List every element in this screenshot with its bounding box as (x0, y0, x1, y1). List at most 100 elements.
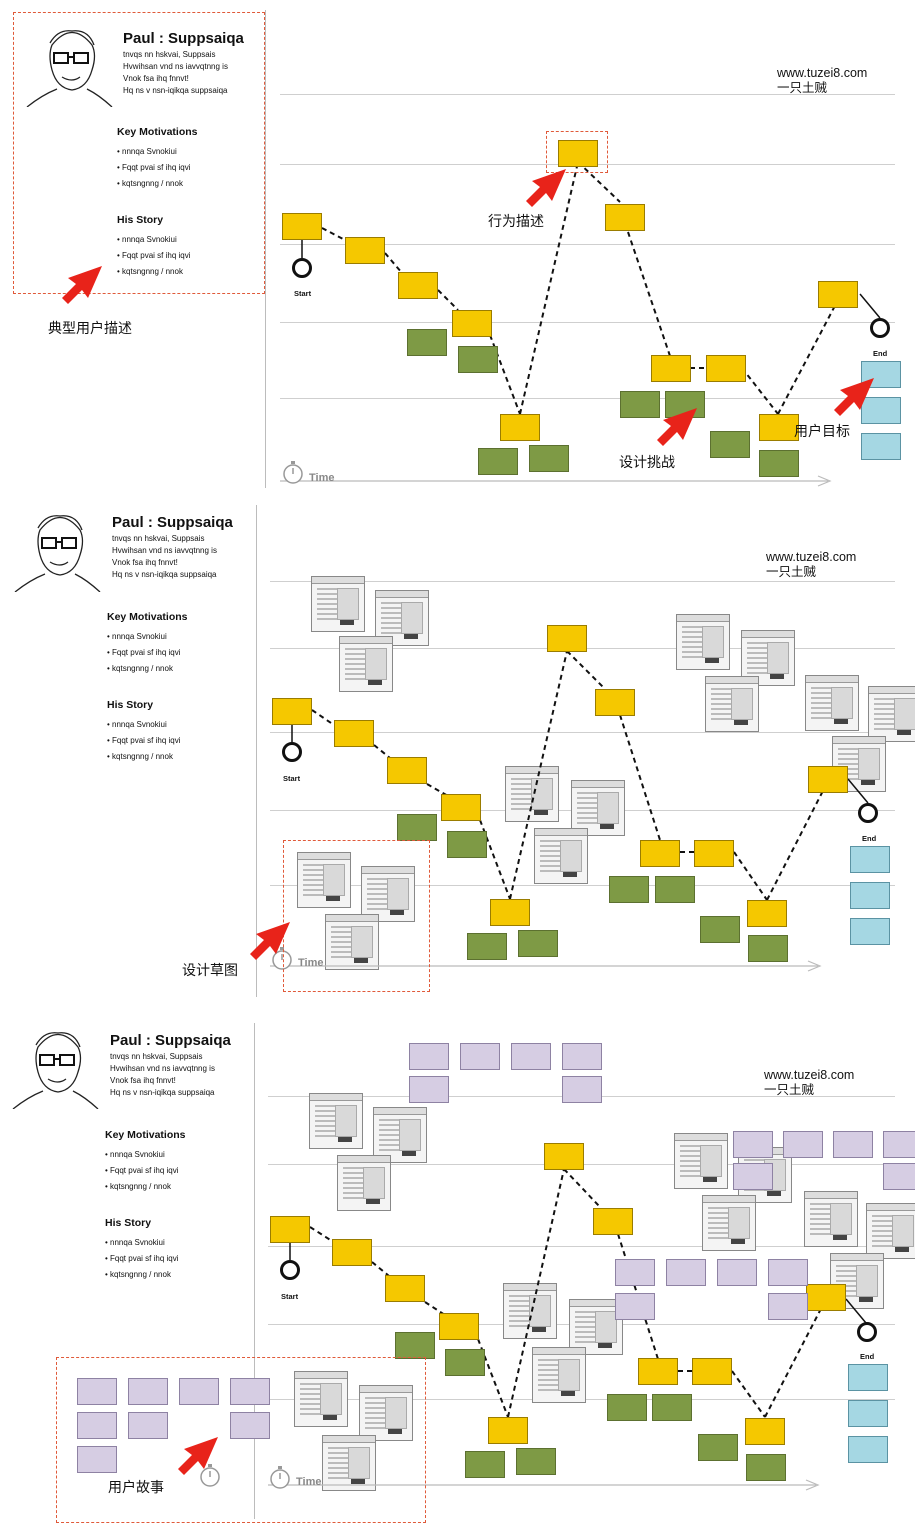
challenge-note (397, 814, 437, 841)
wireframe-sketch (375, 590, 429, 646)
persona-card: Paul : Suppsaiqa tnvqs nn hskvai, Suppsa… (123, 30, 244, 97)
story-note (883, 1131, 915, 1158)
persona-desc: Hvwihsan vnd ns iavvqtnng is (110, 1064, 215, 1073)
end-label: End (860, 1352, 875, 1361)
watermark: www.tuzei8.com 一只土贼 (777, 66, 867, 96)
behavior-note (282, 213, 322, 240)
avatar (12, 1032, 99, 1109)
goal-note (848, 1364, 888, 1391)
red-arrow-icon (834, 378, 874, 416)
story-note (128, 1378, 168, 1405)
wireframe-sketch (805, 675, 859, 731)
story-note (717, 1259, 757, 1286)
behavior-note (547, 625, 587, 652)
wireframe-sketch (571, 780, 625, 836)
challenge-note (759, 450, 799, 477)
goal-note (848, 1436, 888, 1463)
persona-lists: Key Motivations • nnnqa Svnokiui • Fqqt … (105, 1107, 186, 1283)
stopwatch-icon (200, 1464, 220, 1487)
behavior-note (692, 1358, 732, 1385)
challenge-note (529, 445, 569, 472)
annotation-design-challenge: 设计挑战 (619, 454, 675, 470)
lane-line (270, 885, 895, 886)
story-note (409, 1076, 449, 1103)
wireframe-sketch (294, 1371, 348, 1427)
behavior-note (745, 1418, 785, 1445)
story-item: • Fqqt pvai sf ihq iqvi (117, 251, 191, 260)
red-arrow-icon (62, 266, 102, 304)
red-arrow-icon (178, 1437, 218, 1475)
lane-line (280, 322, 895, 323)
wireframe-sketch (311, 576, 365, 632)
behavior-note (638, 1358, 678, 1385)
journey-panel-2: Paul : Suppsaiqa tnvqs nn hskvai, Suppsa… (0, 500, 915, 1010)
challenge-note (465, 1451, 505, 1478)
behavior-note (818, 281, 858, 308)
goal-note (861, 433, 901, 460)
motivations-heading: Key Motivations (107, 611, 188, 623)
challenge-note (445, 1349, 485, 1376)
wireframe-sketch (322, 1435, 376, 1491)
annotation-persona: 典型用户描述 (48, 320, 132, 336)
red-arrow-icon (526, 169, 566, 207)
persona-desc: Hq ns v nsn-iqikqa suppsaiqa (112, 570, 217, 579)
challenge-note (516, 1448, 556, 1475)
wireframe-sketch (373, 1107, 427, 1163)
watermark-url: www.tuzei8.com (764, 1068, 855, 1082)
story-item: • nnnqa Svnokiui (105, 1238, 165, 1247)
motivation-item: • nnnqa Svnokiui (117, 147, 177, 156)
end-circle (857, 1322, 877, 1342)
wireframe-sketch (534, 828, 588, 884)
persona-desc: Vnok fsa ihq fnnvt! (123, 74, 189, 83)
story-heading: His Story (107, 699, 154, 711)
challenge-note (710, 431, 750, 458)
challenge-note (407, 329, 447, 356)
story-note (562, 1043, 602, 1070)
wireframe-sketch (297, 852, 351, 908)
lane-line (270, 732, 895, 733)
behavior-note (398, 272, 438, 299)
wireframe-sketch (866, 1203, 915, 1259)
watermark-name: 一只土贼 (766, 565, 817, 579)
time-label: Time (309, 472, 335, 484)
annotation-user-story: 用户故事 (108, 1479, 164, 1495)
behavior-note (593, 1208, 633, 1235)
challenge-note (395, 1332, 435, 1359)
persona-desc: Vnok fsa ihq fnnvt! (110, 1076, 176, 1085)
persona-name: Paul : Suppsaiqa (110, 1032, 231, 1049)
wireframe-sketch (505, 766, 559, 822)
story-item: • kqtsngnng / nnok (107, 752, 173, 761)
persona-name: Paul : Suppsaiqa (112, 514, 233, 531)
end-label: End (862, 834, 877, 843)
story-note (511, 1043, 551, 1070)
wireframe-sketch (868, 686, 915, 742)
challenge-note (698, 1434, 738, 1461)
watermark-url: www.tuzei8.com (766, 550, 857, 564)
persona-lists: Key Motivations • nnnqa Svnokiui • Fqqt … (107, 589, 188, 765)
time-label: Time (298, 957, 324, 969)
stopwatch-icon (270, 1466, 290, 1489)
wireframe-sketch (569, 1299, 623, 1355)
lane-line (280, 94, 895, 95)
behavior-note (441, 794, 481, 821)
avatar (26, 30, 113, 107)
story-note (230, 1412, 270, 1439)
wireframe-sketch (309, 1093, 363, 1149)
persona-desc: Hvwihsan vnd ns iavvqtnng is (112, 546, 217, 555)
story-item: • nnnqa Svnokiui (107, 720, 167, 729)
behavior-note (651, 355, 691, 382)
wireframe-sketch (676, 614, 730, 670)
behavior-note (334, 720, 374, 747)
motivation-item: • Fqqt pvai sf ihq iqvi (107, 648, 181, 657)
behavior-note (808, 766, 848, 793)
goal-note (861, 397, 901, 424)
story-note (179, 1378, 219, 1405)
avatar (14, 515, 101, 592)
persona-desc: Hq ns v nsn-iqikqa suppsaiqa (110, 1088, 215, 1097)
motivations-heading: Key Motivations (105, 1129, 186, 1141)
motivation-item: • nnnqa Svnokiui (107, 632, 167, 641)
lane-line (280, 398, 895, 399)
persona-desc: Hq ns v nsn-iqikqa suppsaiqa (123, 86, 228, 95)
end-label: End (873, 349, 888, 358)
user-story-highlight-box (56, 1357, 426, 1523)
